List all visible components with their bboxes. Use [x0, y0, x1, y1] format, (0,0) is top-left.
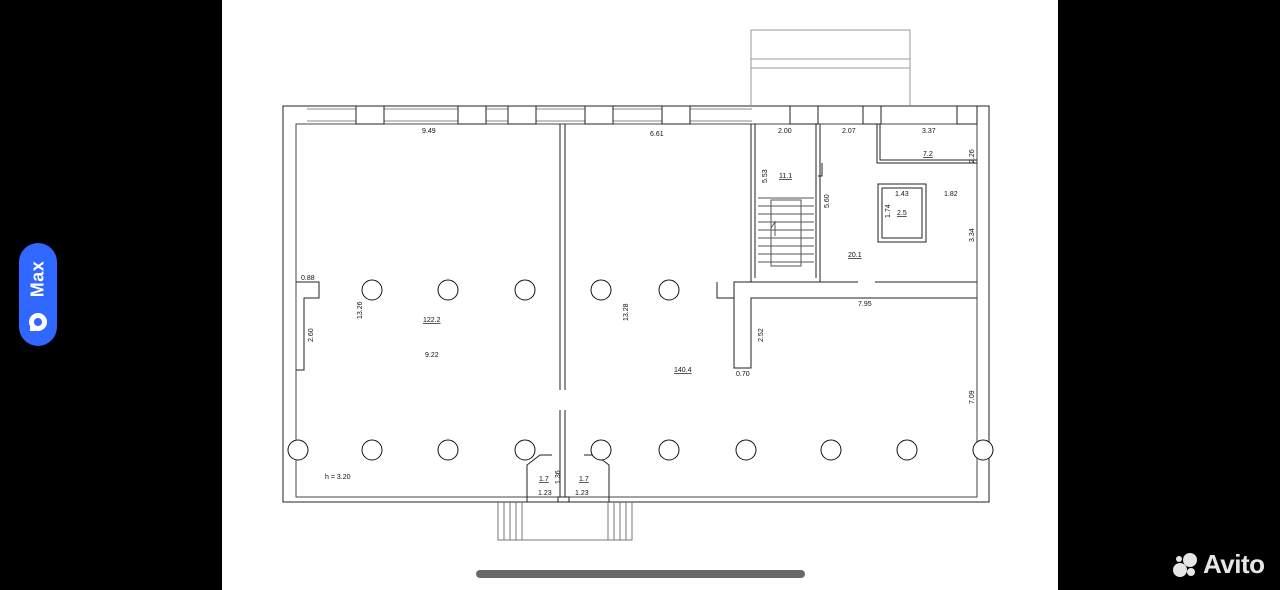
dimension-label: 9.49	[422, 128, 436, 135]
dimension-label: 13.28	[623, 303, 630, 321]
dimension-label: 7.95	[858, 301, 872, 308]
dimension-labels: 9.49 6.61 2.00 2.07 3.37 2.26 5.53 5.60 …	[301, 128, 976, 497]
columns	[287, 279, 994, 461]
dimension-label: 3.34	[969, 228, 976, 242]
dimension-label: 1.36	[555, 470, 562, 484]
area-label: 1.7	[579, 476, 589, 483]
area-label: 2.5	[897, 210, 907, 217]
dimension-label: 1.23	[575, 490, 589, 497]
max-logo-icon	[29, 313, 48, 331]
dimension-label: 3.37	[922, 128, 936, 135]
area-label: 122.2	[423, 317, 441, 324]
dimension-label: 5.60	[824, 194, 831, 208]
avito-logo-icon	[1173, 553, 1197, 577]
dimension-label: 7.09	[969, 390, 976, 404]
max-app-badge[interactable]: Max	[19, 243, 57, 346]
scroll-indicator[interactable]	[476, 570, 805, 578]
dimension-label: 2.00	[778, 128, 792, 135]
dimension-label: 9.22	[425, 352, 439, 359]
dimension-label: 13.26	[357, 301, 364, 319]
window-piers	[355, 105, 978, 125]
avito-watermark-label: Avito	[1203, 549, 1265, 579]
service-rooms	[818, 124, 977, 283]
outer-wall	[282, 105, 990, 503]
area-label: 20.1	[848, 252, 862, 259]
wall-stub	[716, 282, 977, 369]
dimension-label: 2.52	[758, 328, 765, 342]
dimension-label: 6.61	[650, 131, 664, 138]
area-label: 7.2	[923, 151, 933, 158]
dimension-label: 1.74	[885, 204, 892, 218]
porch-top	[750, 29, 911, 106]
dimension-label: 2.07	[842, 128, 856, 135]
dimension-label: 1.82	[944, 191, 958, 198]
dimension-label: 2.26	[969, 149, 976, 163]
max-badge-label: Max	[27, 260, 48, 298]
dimension-label: 0.70	[736, 371, 750, 378]
entrance-steps	[497, 502, 633, 541]
dimension-label: 1.43	[895, 191, 909, 198]
dimension-label: h = 3.20	[325, 474, 351, 481]
dimension-label: 5.53	[762, 169, 769, 183]
inner-wall-outline	[295, 123, 978, 498]
dimension-label: 1.23	[538, 490, 552, 497]
avito-watermark: Avito	[1172, 546, 1272, 582]
dimension-label: 0.88	[301, 275, 315, 282]
floor-plan: 9.49 6.61 2.00 2.07 3.37 2.26 5.53 5.60 …	[282, 29, 994, 541]
floor-plan-sheet: 9.49 6.61 2.00 2.07 3.37 2.26 5.53 5.60 …	[222, 0, 1058, 590]
stairwell	[750, 124, 821, 283]
dimension-label: 2.60	[308, 328, 315, 342]
area-label: 11.1	[779, 173, 792, 180]
area-labels: 122.2 140.4 11.1 7.2 2.5 20.1 1.7 1.7	[423, 151, 933, 483]
area-label: 140.4	[674, 367, 692, 374]
area-label: 1.7	[539, 476, 549, 483]
